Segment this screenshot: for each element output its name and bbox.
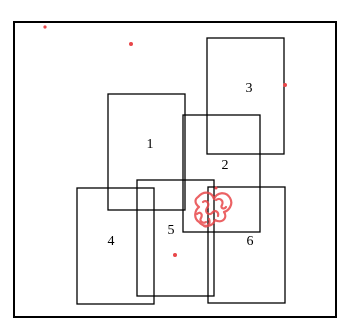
box-3-outline	[207, 38, 284, 154]
red-dot-a	[43, 25, 46, 28]
red-dot-d	[173, 253, 177, 257]
red-dot-e	[215, 187, 218, 190]
box-5-outline	[137, 180, 214, 296]
box-3-label: 3	[246, 81, 253, 96]
box-1: 1	[108, 94, 185, 210]
box-4-label: 4	[108, 234, 115, 249]
box-6: 6	[208, 187, 285, 303]
box-2-label: 2	[222, 158, 229, 173]
box-4: 4	[77, 188, 154, 304]
box-3: 3	[207, 38, 284, 154]
box-4-outline	[77, 188, 154, 304]
red-dot-b	[129, 42, 133, 46]
box-1-outline	[108, 94, 185, 210]
box-1-label: 1	[147, 137, 154, 152]
red-markers	[43, 25, 287, 257]
box-6-label: 6	[247, 234, 254, 249]
red-dot-c	[283, 83, 287, 87]
box-5: 5	[137, 180, 214, 296]
red-scribble	[195, 193, 231, 227]
box-5-label: 5	[168, 223, 175, 238]
outer-frame	[14, 22, 336, 317]
